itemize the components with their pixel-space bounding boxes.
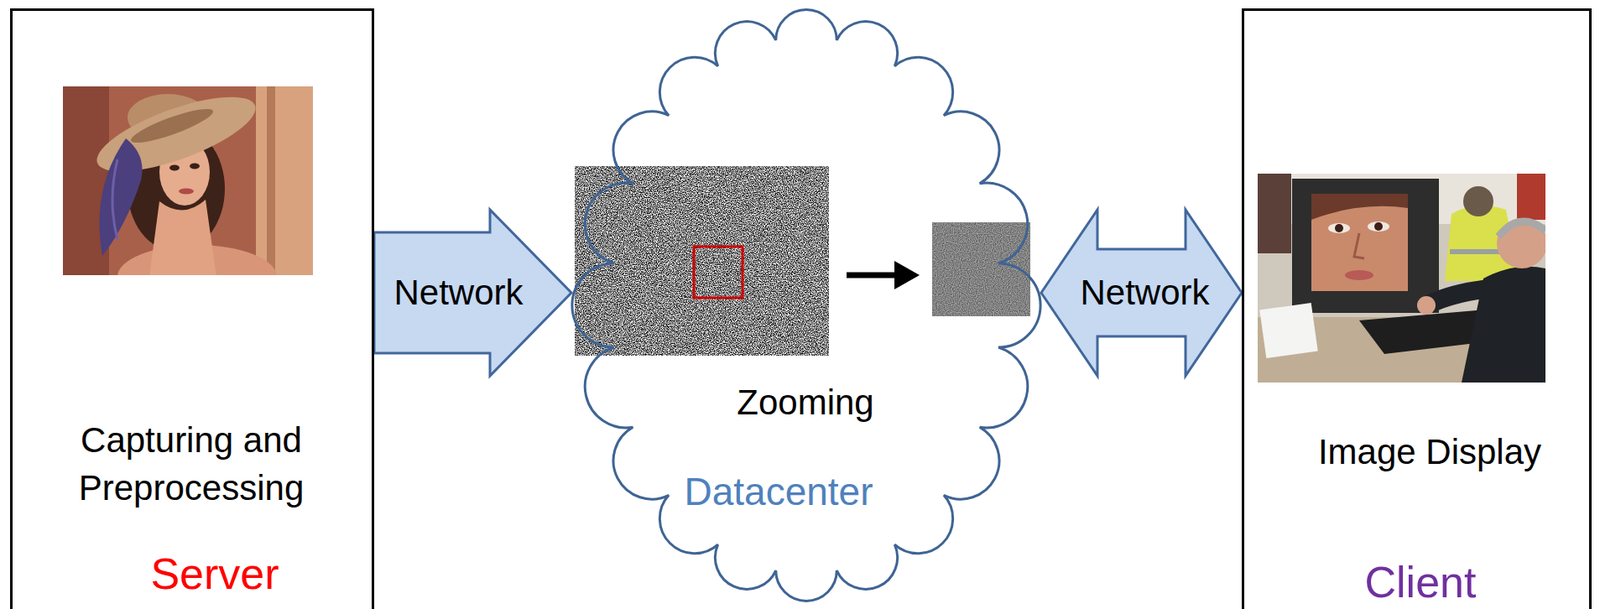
eye — [1328, 223, 1350, 234]
mirror-edge — [266, 86, 276, 276]
feather-detail — [112, 159, 118, 240]
monitor — [1292, 178, 1439, 313]
iris — [1334, 224, 1344, 233]
edge-label: Network — [393, 272, 523, 313]
feather — [99, 138, 143, 256]
iris — [1374, 222, 1383, 231]
box-caption: Image Display — [1278, 428, 1581, 477]
network-arrow — [1041, 209, 1242, 376]
mirror-frame — [255, 86, 313, 276]
lips — [178, 188, 194, 195]
box-title: Client — [1294, 552, 1547, 609]
cloud-title: Datacenter — [661, 465, 897, 518]
cloud-outline — [571, 5, 1042, 606]
network-arrow — [374, 209, 572, 376]
box-title: Server — [88, 544, 341, 604]
office-photo — [1257, 173, 1546, 383]
officer-head — [1463, 186, 1494, 217]
client-box: Image DisplayClient — [1241, 8, 1592, 609]
eye — [169, 165, 180, 172]
zoom-arrow-shaft — [846, 272, 902, 279]
hat-band — [128, 103, 217, 149]
neck — [149, 199, 217, 276]
eye — [189, 163, 200, 170]
hair — [1498, 221, 1546, 237]
hand — [1417, 296, 1436, 315]
officer-head — [1496, 218, 1546, 269]
edge-label: Network — [1079, 272, 1210, 313]
zoom-arrow-head — [894, 260, 920, 290]
portrait-photo — [62, 86, 313, 276]
arm — [1430, 289, 1484, 304]
server-box: Capturing and PreprocessingServer — [10, 8, 375, 609]
encrypted-image — [574, 166, 829, 356]
box-caption: Capturing and Preprocessing — [57, 416, 326, 512]
zoomed-encrypted-image — [932, 222, 1031, 317]
papers — [1259, 302, 1318, 359]
eye — [1367, 221, 1390, 232]
red-panel — [1516, 173, 1546, 220]
zoom-region — [693, 246, 743, 298]
cloud-outline — [572, 10, 1041, 602]
datacenter-cloud: ZoomingDatacenter — [571, 5, 1042, 606]
nose — [1354, 233, 1365, 259]
face-closeup — [1311, 193, 1408, 292]
lips — [1344, 270, 1374, 281]
photo-background — [1257, 173, 1546, 383]
shelf — [1257, 173, 1292, 254]
closeup-hair — [1311, 193, 1408, 220]
process-label: Zooming — [704, 379, 907, 428]
